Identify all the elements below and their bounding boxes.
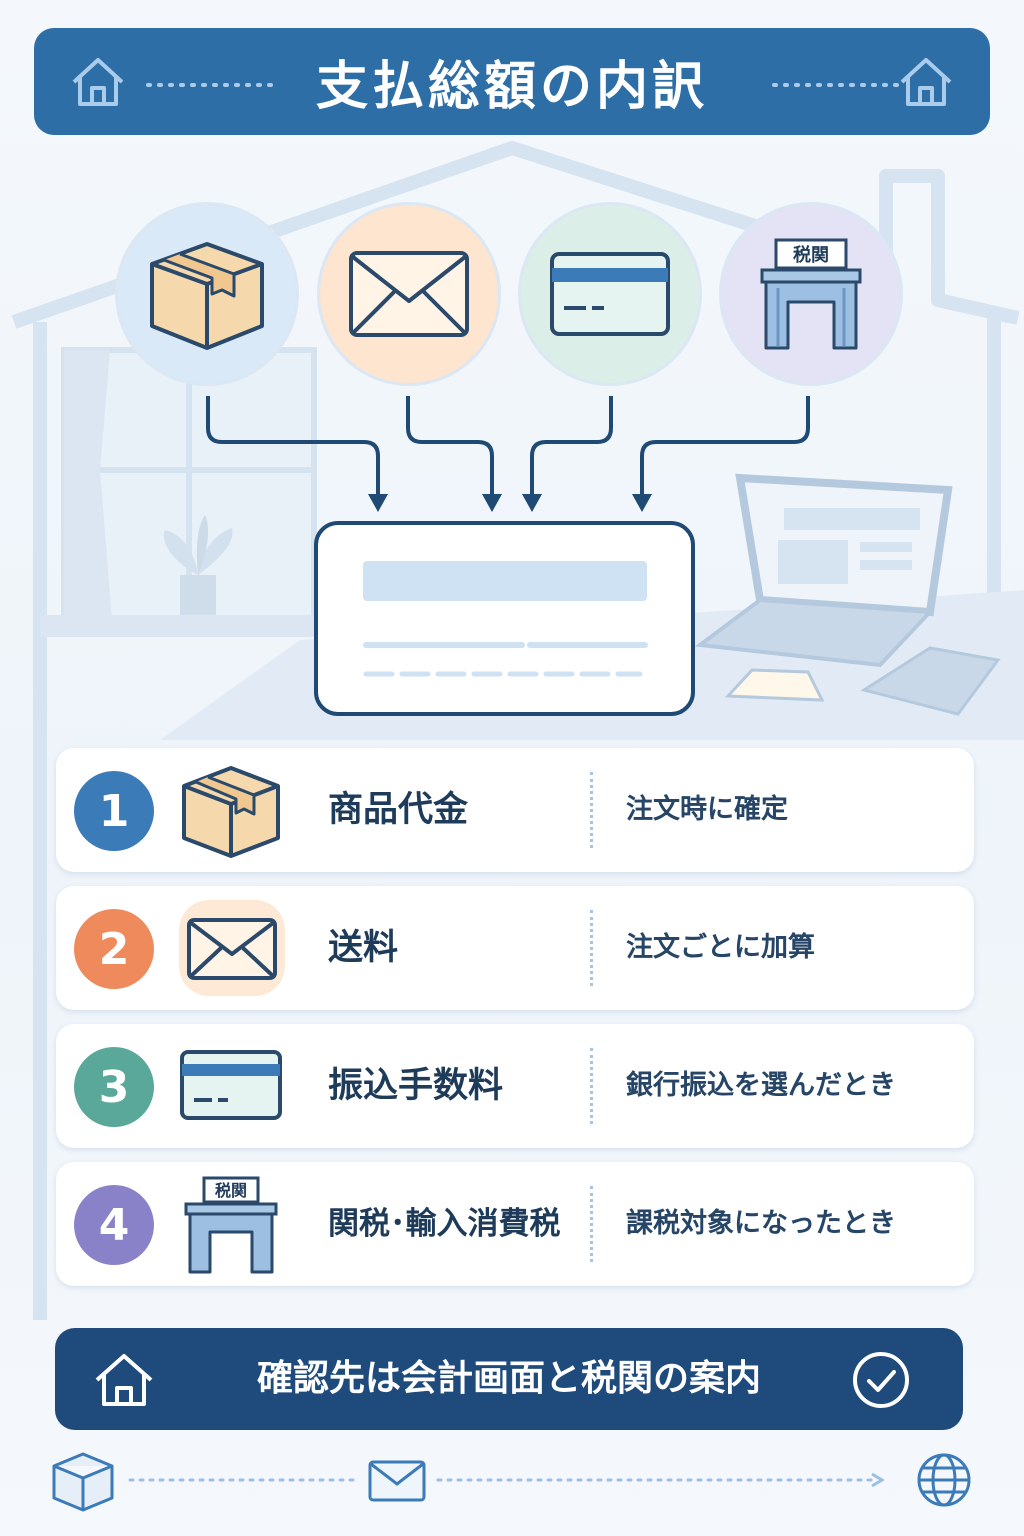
- item-divider: [590, 1186, 593, 1262]
- footer-text: 確認先は会計画面と税関の案内: [256, 1358, 761, 1399]
- arrow-customs: [640, 396, 810, 500]
- card-icon: [550, 252, 670, 336]
- check-circle-icon: [853, 1352, 909, 1408]
- item-number-badge: 3: [74, 1047, 154, 1127]
- box-icon: [150, 242, 264, 350]
- item-divider: [590, 772, 593, 848]
- total-summary-card: [314, 521, 695, 716]
- item-number-badge: 1: [74, 771, 154, 851]
- dotted-arrow: [436, 1472, 885, 1488]
- item-note: 注文ごとに加算: [626, 932, 815, 963]
- arrow-shipping: [406, 396, 494, 500]
- customs-circle: 税関: [719, 202, 903, 386]
- customs-icon: 税関: [184, 1176, 278, 1274]
- breakdown-item-4: 4 税関 関税･輸入消費税 課税対象になったとき: [56, 1162, 974, 1286]
- footer-banner: 確認先は会計画面と税関の案内: [55, 1328, 963, 1430]
- house-icon: [900, 58, 952, 106]
- dotted-divider: [772, 83, 902, 87]
- item-label: 送料: [328, 928, 399, 968]
- arrow-fee: [530, 396, 613, 500]
- customs-icon: 税関: [760, 238, 862, 350]
- item-divider: [590, 910, 593, 986]
- house-icon: [95, 1354, 153, 1406]
- dotted-divider: [146, 83, 276, 87]
- page-title: 支払総額の内訳: [315, 57, 708, 117]
- header-banner: 支払総額の内訳: [34, 28, 990, 135]
- shipping-circle: [317, 202, 501, 386]
- item-divider: [590, 1048, 593, 1124]
- item-label: 振込手数料: [328, 1066, 504, 1106]
- item-label: 関税･輸入消費税: [328, 1206, 561, 1242]
- envelope-icon: [179, 900, 285, 996]
- fee-circle: [518, 202, 702, 386]
- envelope-icon: [349, 251, 469, 337]
- product-circle: [115, 202, 299, 386]
- item-note: 課税対象になったとき: [626, 1208, 896, 1239]
- item-number-badge: 4: [74, 1185, 154, 1265]
- card-icon: [180, 1050, 282, 1120]
- customs-sign: 税関: [215, 1181, 247, 1200]
- item-note: 銀行振込を選んだとき: [626, 1070, 896, 1101]
- box-icon: [52, 1452, 114, 1512]
- flow-diagram: [206, 396, 810, 716]
- item-note: 注文時に確定: [626, 794, 788, 825]
- globe-icon: [917, 1453, 971, 1507]
- item-number-badge: 2: [74, 909, 154, 989]
- arrow-product: [206, 396, 380, 500]
- house-icon: [72, 58, 124, 106]
- item-label: 商品代金: [328, 790, 469, 830]
- customs-sign: 税関: [793, 244, 829, 266]
- breakdown-item-2: 2 送料 注文ごとに加算: [56, 886, 974, 1010]
- breakdown-item-3: 3 振込手数料 銀行振込を選んだとき: [56, 1024, 974, 1148]
- dotted-arrow: [128, 1478, 358, 1482]
- envelope-icon: [368, 1460, 426, 1502]
- breakdown-item-1: 1 商品代金 注文時に確定: [56, 748, 974, 872]
- box-icon: [182, 766, 280, 858]
